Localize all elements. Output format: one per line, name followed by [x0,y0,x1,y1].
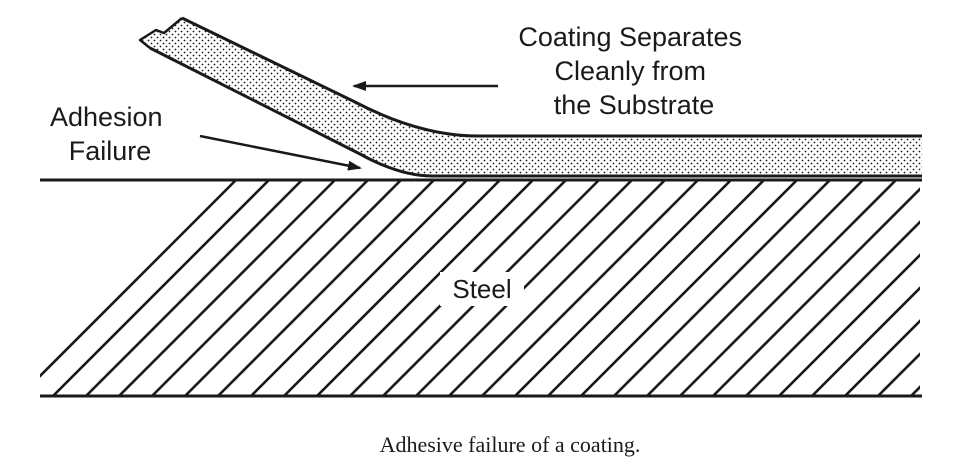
hatch-line [944,180,962,396]
hatch-line [316,180,534,396]
hatch-line [448,180,666,396]
hatch-line [52,180,270,396]
hatch-line [745,220,920,396]
hatch-line [217,180,435,396]
hatch-line [151,180,369,396]
hatch-line [778,253,920,396]
coating-layer [138,16,922,178]
hatch-line [481,180,699,396]
hatch-line [250,180,468,396]
hatch-line [118,180,336,396]
coating-torn-end [138,17,183,49]
hatch-line [184,180,402,396]
steel-label: Steel [452,274,511,304]
hatch-line [712,187,920,396]
coating-separates-label: Coating Separates Cleanly from the Subst… [518,22,749,120]
hatch-line [646,180,864,396]
hatch-line [811,286,920,396]
steel-label-backing [440,272,524,306]
hatch-line [547,180,765,396]
hatch-line [877,352,920,396]
hatch-line [679,180,897,396]
coating-bottom-edge [149,46,922,178]
hatch-line [844,319,920,396]
adhesion-failure-arrow [199,134,362,171]
hatch-line [580,180,798,396]
adhesion-failure-label: Adhesion Failure [50,102,170,166]
hatch-line [514,180,732,396]
hatch-line [40,180,237,378]
coating-top-edge [181,16,922,138]
figure-caption: Adhesive failure of a coating. [380,432,641,457]
hatch-line [85,180,303,396]
hatch-line [613,180,831,396]
hatch-line [283,180,501,396]
